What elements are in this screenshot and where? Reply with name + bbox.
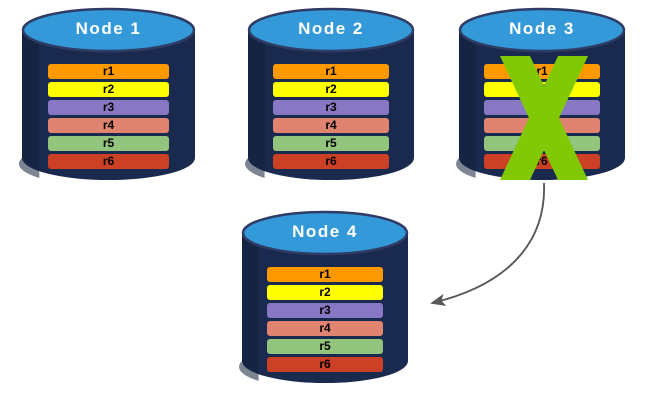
record-bar-r3[interactable]: r3	[267, 303, 383, 318]
record-bar-r1[interactable]: r1	[484, 64, 600, 79]
record-bar-r2[interactable]: r2	[484, 82, 600, 97]
record-bar-r4[interactable]: r4	[273, 118, 389, 133]
record-bar-r1[interactable]: r1	[273, 64, 389, 79]
record-bar-r5[interactable]: r5	[267, 339, 383, 354]
record-bar-r1[interactable]: r1	[48, 64, 169, 79]
cylinder-side-shading	[18, 30, 40, 178]
record-list: r1 r2 r3 r4 r5 r6	[459, 64, 625, 169]
record-list: r1 r2 r3 r4 r5 r6	[242, 267, 408, 372]
record-bar-r2[interactable]: r2	[273, 82, 389, 97]
record-bar-r5[interactable]: r5	[48, 136, 169, 151]
record-bar-r4[interactable]: r4	[484, 118, 600, 133]
cylinder-side-shading	[245, 30, 265, 178]
migration-arrow-path	[430, 182, 545, 307]
record-bar-r4[interactable]: r4	[48, 118, 169, 133]
cylinder-top-ellipse	[458, 7, 626, 53]
record-bar-r6[interactable]: r6	[484, 154, 600, 169]
record-bar-r4[interactable]: r4	[267, 321, 383, 336]
cylinder-top-ellipse	[21, 7, 196, 53]
cylinder-side-shading	[239, 233, 259, 381]
record-list: r1 r2 r3 r4 r5 r6	[248, 64, 414, 169]
record-bar-r3[interactable]: r3	[484, 100, 600, 115]
record-bar-r5[interactable]: r5	[484, 136, 600, 151]
record-bar-r2[interactable]: r2	[267, 285, 383, 300]
record-bar-r3[interactable]: r3	[48, 100, 169, 115]
record-bar-r2[interactable]: r2	[48, 82, 169, 97]
record-list: r1 r2 r3 r4 r5 r6	[22, 64, 195, 169]
record-bar-r3[interactable]: r3	[273, 100, 389, 115]
cylinder-top-ellipse	[247, 7, 415, 53]
cylinder-top-ellipse	[241, 210, 409, 256]
record-bar-r6[interactable]: r6	[273, 154, 389, 169]
record-bar-r6[interactable]: r6	[267, 357, 383, 372]
record-bar-r5[interactable]: r5	[273, 136, 389, 151]
cylinder-side-shading	[456, 30, 476, 178]
record-bar-r6[interactable]: r6	[48, 154, 169, 169]
record-bar-r1[interactable]: r1	[267, 267, 383, 282]
